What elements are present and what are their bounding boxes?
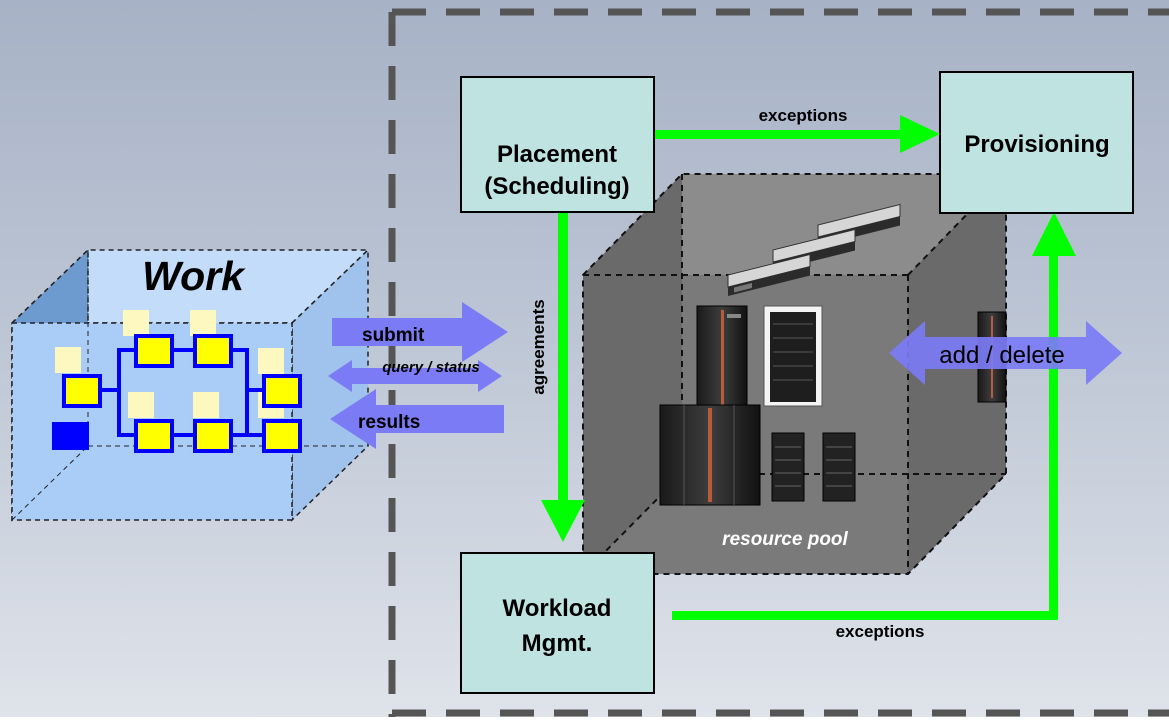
rack-server-icon (727, 203, 901, 296)
submit-label: submit (362, 325, 425, 346)
task-node (134, 419, 174, 453)
workload-label: Workload (503, 595, 612, 622)
task-node (134, 334, 174, 368)
workflow-connectors (101, 348, 264, 437)
agreements-label: agreements (529, 299, 548, 394)
exceptions-bottom-label: exceptions (836, 622, 925, 641)
work-label: Work (142, 253, 246, 299)
provisioning-label: Provisioning (964, 131, 1109, 158)
agreements-arrowhead (541, 500, 585, 542)
interaction-arrows: submit query / status results (328, 302, 508, 449)
task-node (262, 374, 302, 408)
placement-box: Placement (Scheduling) (460, 76, 655, 213)
submit-arrow (332, 302, 508, 362)
system-boundary (388, 8, 1169, 717)
placement-label: Placement (497, 141, 617, 168)
add-delete-label: add / delete (939, 342, 1064, 369)
exceptions-top-arrowhead (900, 115, 940, 153)
task-node (62, 374, 102, 408)
exceptions-top-label: exceptions (759, 106, 848, 125)
placement-sublabel: (Scheduling) (484, 173, 629, 200)
task-node-completed (52, 422, 89, 450)
provisioning-box: Provisioning (939, 71, 1134, 214)
mainframe-icon (659, 404, 761, 506)
results-label: results (358, 412, 420, 433)
tower-server-icon (763, 305, 823, 407)
results-arrow (330, 389, 504, 449)
add-delete-arrow (889, 321, 1122, 385)
query-status-arrow (328, 360, 502, 392)
task-node (193, 419, 233, 453)
exceptions-bottom-arrowhead (1032, 212, 1076, 256)
workload-sublabel: Mgmt. (522, 630, 593, 657)
work-cube: Work (10, 248, 370, 522)
green-flow-arrows (541, 115, 1076, 620)
task-node (193, 334, 233, 368)
blade-server-icon (771, 432, 856, 502)
query-status-label: query / status (382, 359, 480, 376)
resource-pool-label: resource pool (722, 529, 848, 550)
rack-tower-icon (696, 305, 748, 411)
workload-box: Workload Mgmt. (460, 552, 655, 694)
task-node (262, 419, 302, 453)
